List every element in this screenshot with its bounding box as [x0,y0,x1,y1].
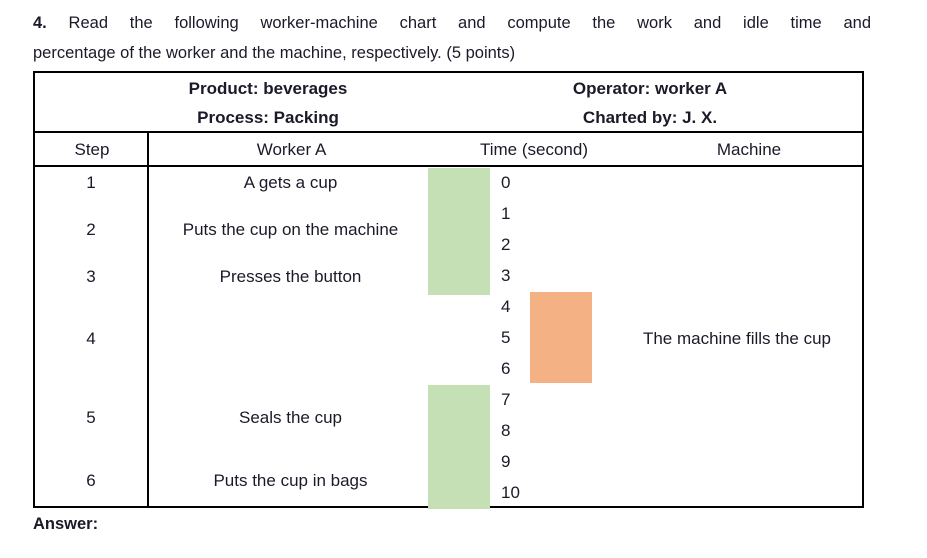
time-tick-5: 5 [501,328,511,347]
question-number: 4. [33,14,69,32]
time-tick-9: 9 [501,452,511,471]
step-number-4: 4 [86,329,96,348]
machine-busy-bar-1 [530,292,592,383]
time-tick-4: 4 [501,297,511,316]
operator-label: Operator: worker A [572,79,728,98]
worker-busy-bar-2 [428,385,490,509]
answer-label: Answer: [33,515,99,533]
step-number-1: 1 [86,173,96,192]
column-header-time: Time (second) [479,140,588,159]
worker-task-3: Presses the button [219,267,362,286]
step-number-2: 2 [86,220,96,239]
question-prompt: 4. Read the following worker-machine cha… [33,8,871,68]
time-tick-2: 2 [501,235,511,254]
question-text-line-1: Read the following worker-machine chart … [68,14,871,32]
worker-task-2: Puts the cup on the machine [182,220,399,239]
info-header-row-1: Product: beverages Operator: worker A [35,74,862,104]
charted-by-label: Charted by: J. X. [582,108,718,127]
worker-task-5: Seals the cup [238,408,342,427]
column-header-worker: Worker A [256,140,327,159]
question-line-1: 4. Read the following worker-machine cha… [33,8,871,38]
chart-body: 1 2 3 4 5 6 A gets a cup Puts the cup on… [35,167,862,509]
worker-task-6: Puts the cup in bags [213,471,368,490]
step-number-3: 3 [86,267,96,286]
time-tick-7: 7 [501,390,511,409]
time-tick-0: 0 [501,173,511,192]
process-label: Process: Packing [197,108,339,127]
step-number-6: 6 [86,471,96,490]
column-header-step: Step [74,140,110,159]
worker-task-1: A gets a cup [243,173,338,192]
column-divider-header [147,133,149,167]
product-label: Product: beverages [188,79,348,98]
info-header-row-2: Process: Packing Charted by: J. X. [35,103,862,133]
time-tick-10: 10 [501,483,520,502]
worker-busy-bar-1 [428,168,490,295]
question-line-2: percentage of the worker and the machine… [33,38,871,68]
worker-machine-chart-table: Product: beverages Operator: worker A Pr… [33,71,864,509]
chart-info-header: Product: beverages Operator: worker A Pr… [35,73,862,133]
column-divider-body [147,167,149,506]
machine-task-label: The machine fills the cup [642,329,832,348]
time-tick-6: 6 [501,359,511,378]
column-header-machine: Machine [716,140,782,159]
time-tick-3: 3 [501,266,511,285]
chart-column-header-row: Step Worker A Time (second) Machine [35,133,862,167]
question-text-line-2: percentage of the worker and the machine… [33,44,516,62]
time-tick-1: 1 [501,204,511,223]
time-tick-8: 8 [501,421,511,440]
step-number-5: 5 [86,408,96,427]
